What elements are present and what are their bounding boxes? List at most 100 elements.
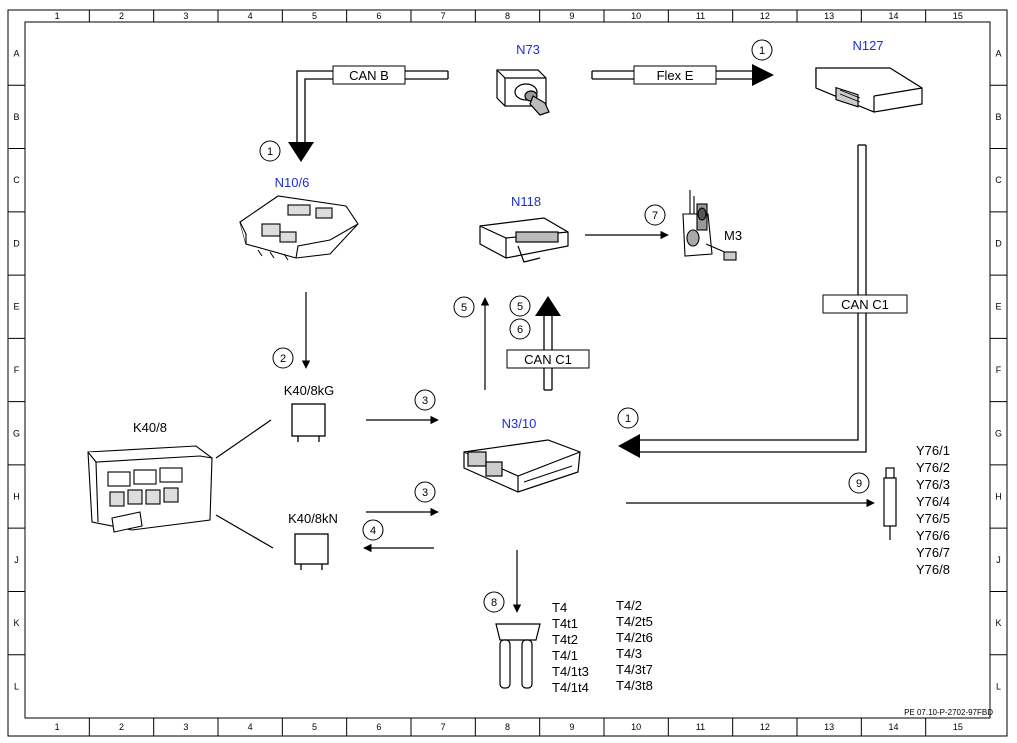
can-c1-right-label: CAN C1 [841,297,889,312]
svg-text:2: 2 [280,353,286,365]
label-t4-1t3: T4/1t3 [552,664,589,679]
grid-col-bottom-9: 9 [569,722,574,732]
grid-row-left-J: J [14,555,19,565]
n127-control-unit-icon [815,67,923,113]
callout-6: 6 [509,318,531,340]
grid-row-right-F: F [996,365,1002,375]
grid-column-labels: 1122334455667788991010111112121313141415… [55,10,963,736]
drawing-code: PE 07.10-P-2702-97FBD [904,708,993,717]
n73-ignition-switch-icon [496,69,550,116]
label-n118: N118 [511,194,541,209]
grid-col-bottom-14: 14 [888,722,898,732]
grid-row-left-H: H [13,492,20,502]
grid-row-right-J: J [996,555,1001,565]
label-t4-1t4: T4/1t4 [552,680,589,695]
grid-col-top-1: 1 [55,11,60,21]
grid-row-left-G: G [13,428,20,438]
grid-row-right-K: K [995,618,1001,628]
grid-row-left-K: K [13,618,19,628]
grid-col-bottom-11: 11 [696,722,705,732]
can-c1-mid-arrowhead [535,296,561,316]
label-t4t1: T4t1 [552,616,578,631]
n118-control-unit-icon [479,217,569,263]
grid-row-left-B: B [13,112,19,122]
grid-col-bottom-1: 1 [55,722,60,732]
m3-fuel-pump-icon [682,190,737,261]
callout-8: 8 [483,591,505,613]
grid-row-left-C: C [13,175,20,185]
grid-row-left-L: L [14,681,19,691]
can-c1-right-arrowhead [618,434,640,458]
label-t4-3t7: T4/3t7 [616,662,653,677]
callout-5-right: 5 [509,295,531,317]
can-b-arrowhead [288,142,314,162]
grid-row-right-C: C [995,175,1002,185]
grid-row-left-D: D [13,238,20,248]
grid-col-bottom-3: 3 [183,722,188,732]
grid-col-top-7: 7 [441,11,446,21]
callout-1-left: 1 [259,140,281,162]
can-c1-right-label-box: CAN C1 [822,294,908,314]
svg-text:9: 9 [856,478,862,490]
grid-col-top-10: 10 [631,11,641,21]
grid-row-right-B: B [995,112,1001,122]
callout-3-bottom: 3 [414,481,436,503]
svg-text:5: 5 [517,301,523,313]
line-k40-to-k40kn [215,514,274,549]
can-b-label-box: CAN B [332,65,406,85]
grid-col-bottom-15: 15 [953,722,963,732]
grid-row-right-H: H [995,492,1002,502]
grid-col-top-11: 11 [696,11,705,21]
grid-col-top-2: 2 [119,11,124,21]
grid-col-bottom-2: 2 [119,722,124,732]
grid-col-top-5: 5 [312,11,317,21]
label-k40-8: K40/8 [133,420,167,435]
svg-text:4: 4 [370,525,376,537]
svg-text:1: 1 [267,146,273,158]
grid-col-bottom-7: 7 [441,722,446,732]
label-y76-3: Y76/3 [916,477,950,492]
t4-ignition-coil-icon [495,623,541,689]
grid-row-right-D: D [995,238,1002,248]
grid-col-top-13: 13 [824,11,834,21]
can-c1-right-bus [618,144,867,458]
svg-text:7: 7 [652,210,658,222]
grid-col-top-4: 4 [248,11,253,21]
can-c1-mid-label-box: CAN C1 [506,349,590,369]
grid-col-top-3: 3 [183,11,188,21]
svg-text:5: 5 [461,302,467,314]
callout-9: 9 [848,472,870,494]
label-y76-6: Y76/6 [916,528,950,543]
grid-col-bottom-10: 10 [631,722,641,732]
label-t4-2: T4/2 [616,598,642,613]
label-t4-2t6: T4/2t6 [616,630,653,645]
svg-text:8: 8 [491,597,497,609]
label-n10-6: N10/6 [275,175,310,190]
grid-row-right-A: A [995,49,1001,59]
grid-row-left-E: E [13,302,19,312]
grid-col-bottom-5: 5 [312,722,317,732]
can-b-label: CAN B [349,68,389,83]
flex-e-label: Flex E [657,68,694,83]
label-y76-1: Y76/1 [916,443,950,458]
label-t4: T4 [552,600,567,615]
grid-col-top-8: 8 [505,11,510,21]
grid-col-top-12: 12 [760,11,770,21]
k40-8-fuse-relay-box-icon [87,445,213,533]
line-k40-to-k40kg [215,419,272,459]
svg-text:6: 6 [517,324,523,336]
callout-2: 2 [272,347,294,369]
label-t4-3t8: T4/3t8 [616,678,653,693]
grid-col-bottom-12: 12 [760,722,770,732]
grid-col-bottom-4: 4 [248,722,253,732]
label-y76-7: Y76/7 [916,545,950,560]
grid-row-right-L: L [996,681,1001,691]
label-t4-2t5: T4/2t5 [616,614,653,629]
callout-5-left: 5 [453,296,475,318]
can-c1-mid-bus [535,296,561,391]
label-m3: M3 [724,228,742,243]
label-n127: N127 [852,38,883,53]
svg-text:1: 1 [625,413,631,425]
